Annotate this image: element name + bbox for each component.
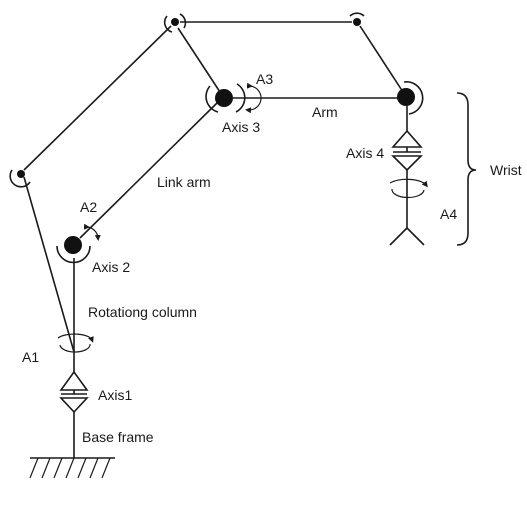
base-frame-ground [29, 457, 115, 479]
label-axis1: Axis1 [98, 387, 132, 403]
top-right-joint [349, 12, 365, 26]
label-axis4: Axis 4 [346, 145, 384, 161]
label-a3: A3 [256, 71, 273, 87]
top-to-axis3-link [177, 27, 221, 93]
top-left-joint [163, 13, 187, 33]
top-right-to-wrist-link [359, 25, 404, 93]
axis2-joint [56, 236, 91, 264]
gripper [389, 227, 425, 246]
a1-rotation-arrow [57, 333, 94, 353]
a2-rotation-arrow [83, 223, 101, 241]
label-link-arm: Link arm [157, 174, 211, 190]
label-a1: A1 [22, 349, 39, 365]
outer-link-lower [23, 176, 75, 353]
a4-rotation-arrow [389, 178, 428, 199]
outer-link-upper [23, 25, 172, 171]
wrist-brace [456, 92, 477, 246]
link-arm [79, 102, 218, 239]
wrist-top-joint [397, 81, 424, 115]
axis4-joint [391, 129, 423, 172]
left-elbow-joint [9, 169, 31, 188]
label-base-frame: Base frame [82, 429, 154, 445]
a3-rotation-arrow [245, 82, 262, 114]
label-a4: A4 [440, 206, 457, 222]
label-arm: Arm [312, 104, 338, 120]
label-wrist: Wrist [490, 162, 522, 178]
axis1-joint [59, 370, 89, 414]
label-axis2: Axis 2 [92, 259, 130, 275]
label-rotating-column: Rotationg column [88, 304, 197, 320]
label-a2: A2 [80, 199, 97, 215]
label-axis3: Axis 3 [222, 119, 260, 135]
